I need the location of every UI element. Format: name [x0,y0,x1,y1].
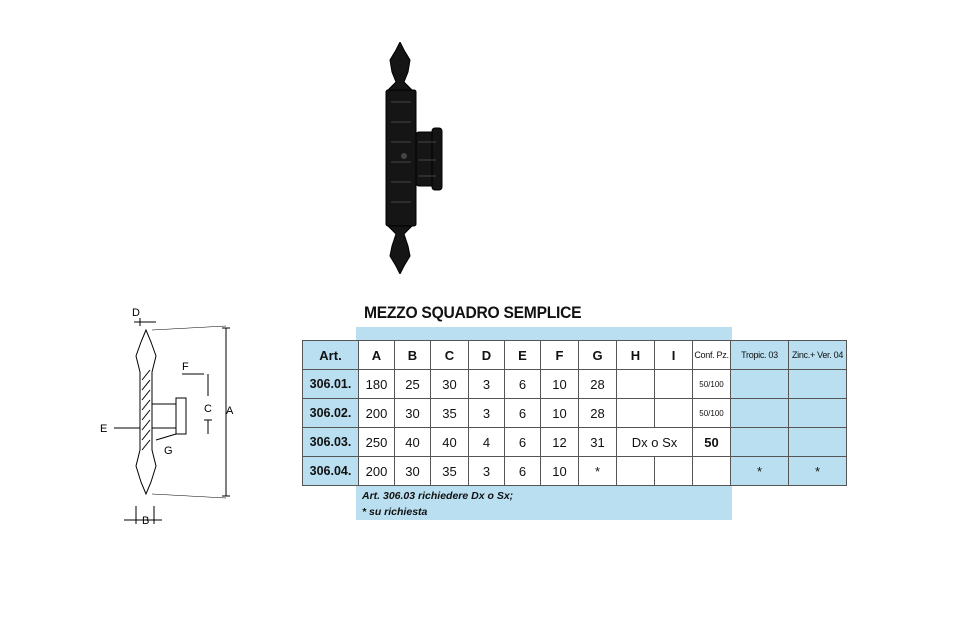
dim-label-e: E [100,423,107,435]
header-d: D [468,340,505,370]
cell-a: 180 [358,369,395,399]
dim-label-b: B [142,515,149,527]
cell-b: 30 [394,398,431,428]
cell-conf: 50/100 [692,369,731,399]
dim-label-g: G [164,445,173,457]
header-c: C [430,340,469,370]
note-line: Art. 306.03 richiedere Dx o Sx; [362,490,514,502]
cell-d: 3 [468,398,505,428]
cell-tropic [730,398,789,428]
header-e: E [504,340,541,370]
cell-h [616,456,655,486]
cell-e: 6 [504,427,541,457]
cell-f: 12 [540,427,579,457]
cell-art: 306.02. [302,398,359,428]
cell-h-i: Dx o Sx [616,427,693,457]
header-i: I [654,340,693,370]
cell-tropic [730,369,789,399]
cell-e: 6 [504,398,541,428]
cell-d: 3 [468,369,505,399]
cell-d: 4 [468,427,505,457]
cell-a: 200 [358,398,395,428]
header-a: A [358,340,395,370]
cell-tropic [730,427,789,457]
cell-conf [692,456,731,486]
dim-label-a: A [226,405,234,417]
cell-a: 200 [358,456,395,486]
cell-art: 306.04. [302,456,359,486]
table-row: 306.03. 250 40 40 4 6 12 31 Dx o Sx 50 [302,427,847,457]
cell-c: 40 [430,427,469,457]
cell-tropic: * [730,456,789,486]
cell-d: 3 [468,456,505,486]
dim-label-c: C [204,403,212,415]
header-zinc: Zinc.+ Ver. 04 [788,340,847,370]
cell-f: 10 [540,456,579,486]
cell-i [654,369,693,399]
note-line: * su richiesta [362,506,428,518]
cell-e: 6 [504,369,541,399]
cell-art: 306.03. [302,427,359,457]
dim-label-d: D [132,307,140,319]
cell-zinc [788,398,847,428]
table-header-row: Art. A B C D E F G H I Conf. Pz. Tropic.… [302,340,847,370]
cell-e: 6 [504,456,541,486]
hinge-photo [385,42,443,274]
header-art: Art. [302,340,359,370]
cell-conf: 50 [692,427,731,457]
cell-g: 28 [578,369,617,399]
cell-b: 30 [394,456,431,486]
table-row: 306.04. 200 30 35 3 6 10 * * * [302,456,847,486]
cell-h [616,398,655,428]
cell-i [654,398,693,428]
page-title: MEZZO SQUADRO SEMPLICE [364,303,582,322]
header-tropic: Tropic. 03 [730,340,789,370]
cell-f: 10 [540,369,579,399]
cell-g: 31 [578,427,617,457]
spec-table: Art. A B C D E F G H I Conf. Pz. Tropic.… [302,340,847,486]
cell-c: 30 [430,369,469,399]
header-g: G [578,340,617,370]
header-b: B [394,340,431,370]
cell-c: 35 [430,456,469,486]
cell-b: 40 [394,427,431,457]
cell-zinc [788,369,847,399]
header-h: H [616,340,655,370]
cell-g: * [578,456,617,486]
table-row: 306.01. 180 25 30 3 6 10 28 50/100 [302,369,847,399]
cell-zinc: * [788,456,847,486]
cell-h [616,369,655,399]
header-conf: Conf. Pz. [692,340,731,370]
cell-conf: 50/100 [692,398,731,428]
cell-g: 28 [578,398,617,428]
cell-f: 10 [540,398,579,428]
technical-drawing: D F C A E G B [100,307,234,527]
cell-c: 35 [430,398,469,428]
cell-b: 25 [394,369,431,399]
cell-art: 306.01. [302,369,359,399]
cell-zinc [788,427,847,457]
cell-a: 250 [358,427,395,457]
dim-label-f: F [182,361,189,373]
table-row: 306.02. 200 30 35 3 6 10 28 50/100 [302,398,847,428]
header-f: F [540,340,579,370]
cell-i [654,456,693,486]
